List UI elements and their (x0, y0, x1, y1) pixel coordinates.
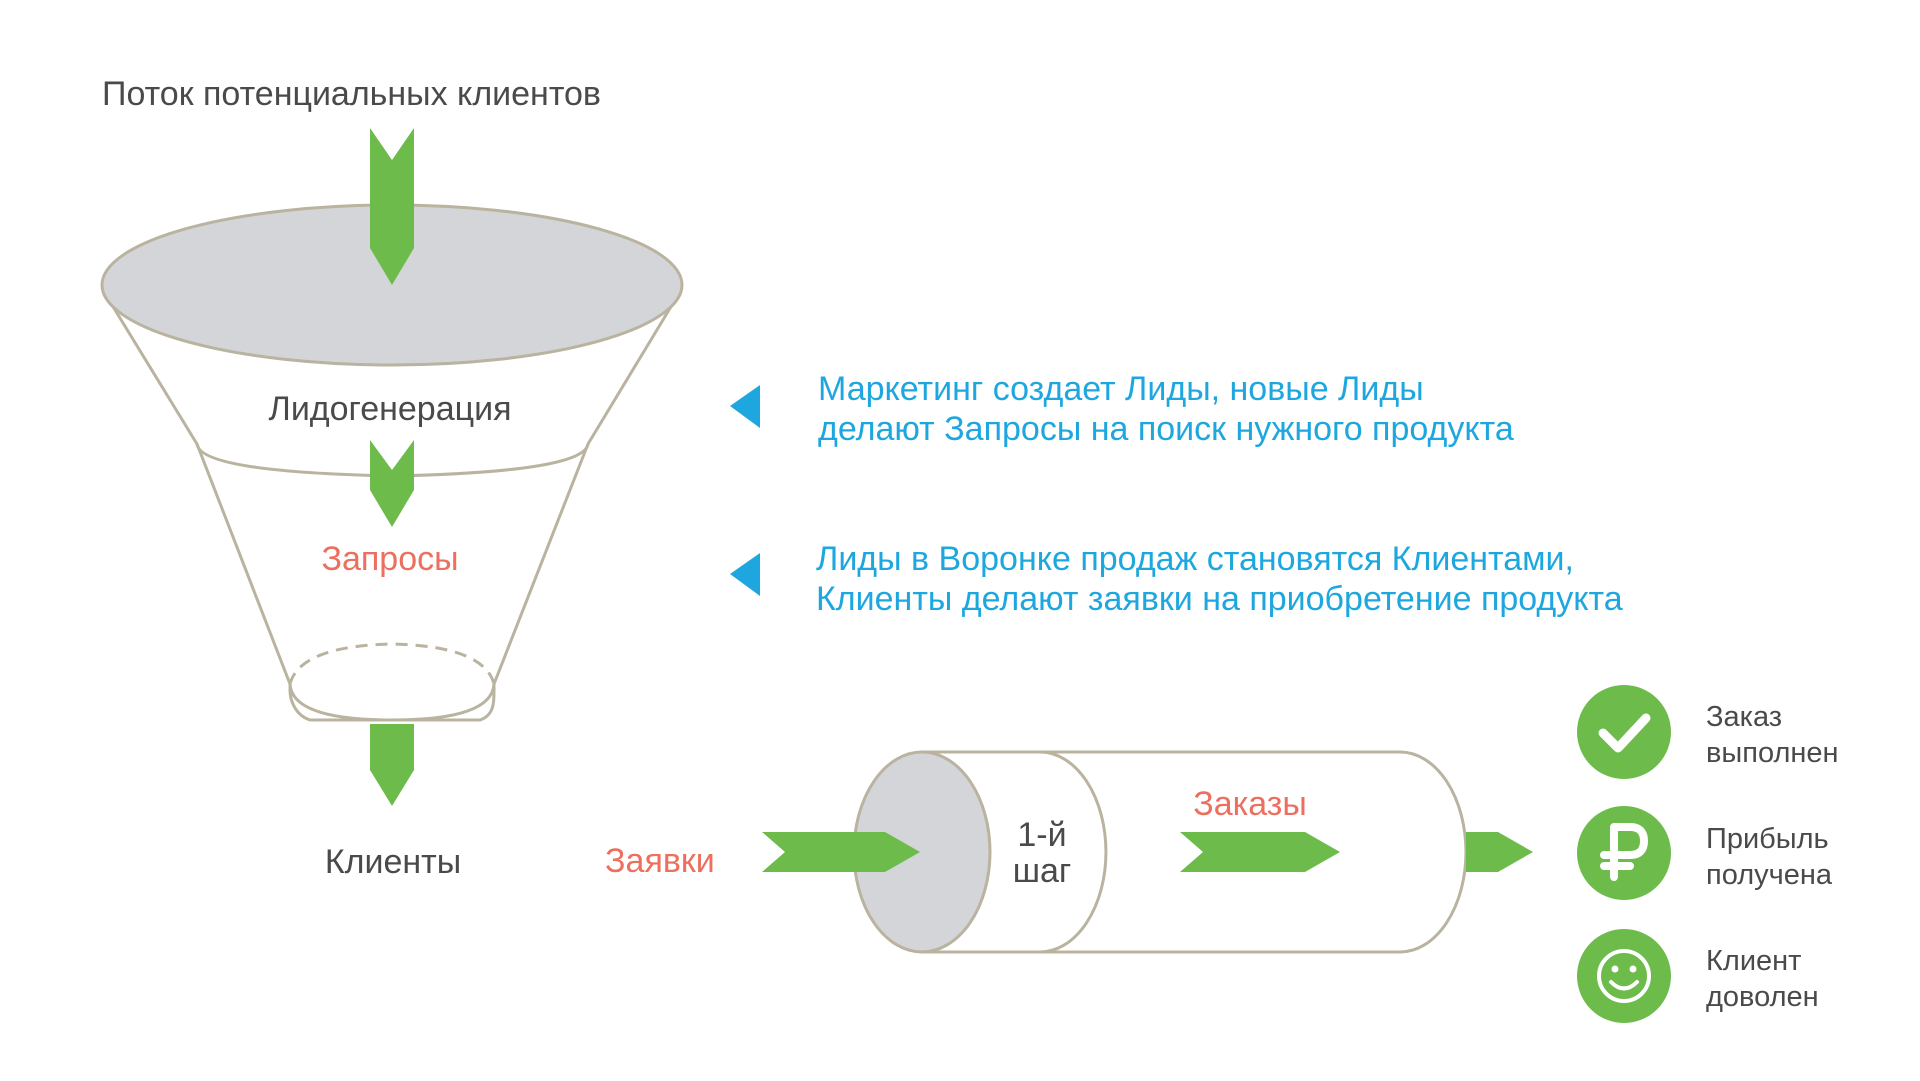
order-pipe (852, 750, 1468, 954)
pipe-orders-label: Заказы (1193, 785, 1307, 823)
outcome-client-happy: Клиент доволен (1577, 929, 1819, 1023)
pipe-step-divider (1039, 750, 1108, 954)
arrow-down-top (370, 128, 414, 285)
outcome-profit: Прибыль получена (1577, 806, 1833, 900)
arrow-right-output (1466, 832, 1533, 872)
outcome-3-line-1: Клиент (1706, 945, 1801, 977)
funnel-top-label: Поток потенциальных клиентов (102, 75, 601, 113)
funnel-neck-bottom (288, 683, 496, 722)
note-2-line-1: Лиды в Воронке продаж становятся Клиента… (816, 540, 1574, 578)
ruble-glyph (1600, 823, 1648, 881)
note-1-pointer (730, 385, 760, 428)
pipe-step-line-2: шаг (1013, 852, 1072, 890)
arrow-right-input (762, 832, 920, 872)
outcome-2-line-1: Прибыль (1706, 823, 1829, 855)
smile-face (1597, 949, 1651, 1003)
funnel-neck-dashed (288, 642, 496, 685)
outcome-2-line-2: получена (1706, 859, 1833, 891)
outcome-1-line-2: выполнен (1706, 737, 1839, 769)
note-1-line-2: делают Запросы на поиск нужного продукта (818, 410, 1514, 448)
pipe-body (920, 750, 1468, 954)
outcome-1-line-1: Заказ (1706, 701, 1782, 733)
smile-icon (1577, 929, 1671, 1023)
outcome-order-done: Заказ выполнен (1577, 685, 1839, 779)
outcome-3-line-2: доволен (1706, 981, 1819, 1013)
funnel-stage-2-label: Запросы (321, 540, 458, 578)
funnel (100, 128, 684, 806)
funnel-bottom-label: Клиенты (325, 843, 461, 881)
note-1-line-1: Маркетинг создает Лиды, новые Лиды (818, 370, 1424, 408)
note-2-line-2: Клиенты делают заявки на приобретение пр… (816, 580, 1623, 618)
check-icon (1577, 685, 1671, 779)
smile-mouth (1609, 980, 1639, 991)
pipe-step-line-1: 1-й (1017, 816, 1066, 854)
funnel-stage-1-label: Лидогенерация (269, 390, 512, 428)
arrow-down-middle (370, 440, 414, 527)
arrow-right-orders (1180, 832, 1340, 872)
pipe-input-label: Заявки (605, 842, 715, 880)
smile-eye-left (1611, 965, 1619, 973)
note-2-pointer (730, 553, 760, 596)
smile-eye-right (1629, 965, 1637, 973)
arrow-down-bottom (370, 724, 414, 806)
check-mark (1598, 713, 1651, 753)
